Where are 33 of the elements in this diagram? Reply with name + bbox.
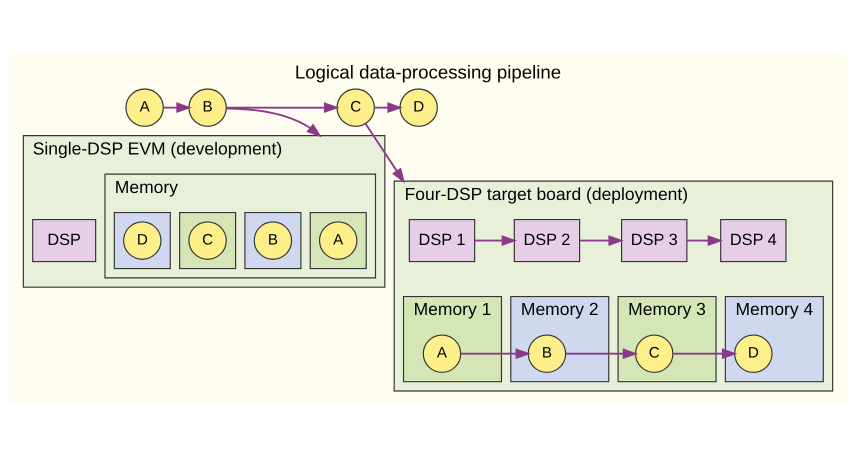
node-box: DSP 4 xyxy=(720,218,786,262)
arrow xyxy=(226,107,322,137)
arrow xyxy=(162,102,192,113)
cluster xyxy=(178,212,236,269)
cluster xyxy=(244,212,301,269)
cluster xyxy=(113,212,170,269)
node-box: DSP 2 xyxy=(513,218,580,262)
arrow xyxy=(364,122,405,183)
arrow xyxy=(460,348,530,359)
node-box: DSP 3 xyxy=(620,218,687,262)
node-circle: A xyxy=(422,334,461,372)
arrow xyxy=(226,102,339,113)
cluster xyxy=(309,212,366,269)
node-circle: C xyxy=(634,334,673,372)
arrow xyxy=(474,234,517,246)
diagram-title: Logical data-processing pipeline xyxy=(294,60,561,82)
node-circle: D xyxy=(122,220,162,260)
node-circle: C xyxy=(336,88,374,126)
node-circle: D xyxy=(734,334,772,372)
node-circle: A xyxy=(318,220,357,260)
node-circle: B xyxy=(188,88,226,126)
node-circle: B xyxy=(253,220,292,260)
node-box: DSP 1 xyxy=(408,218,475,262)
node-circle: A xyxy=(124,88,164,126)
arrow xyxy=(686,234,723,246)
arrow xyxy=(374,102,402,113)
arrow xyxy=(579,234,624,246)
arrow xyxy=(565,348,638,359)
node-circle: C xyxy=(188,220,226,260)
node-circle: D xyxy=(398,88,438,126)
node-circle: B xyxy=(527,334,566,372)
node-box: DSP xyxy=(32,218,96,262)
arrow xyxy=(672,348,737,359)
